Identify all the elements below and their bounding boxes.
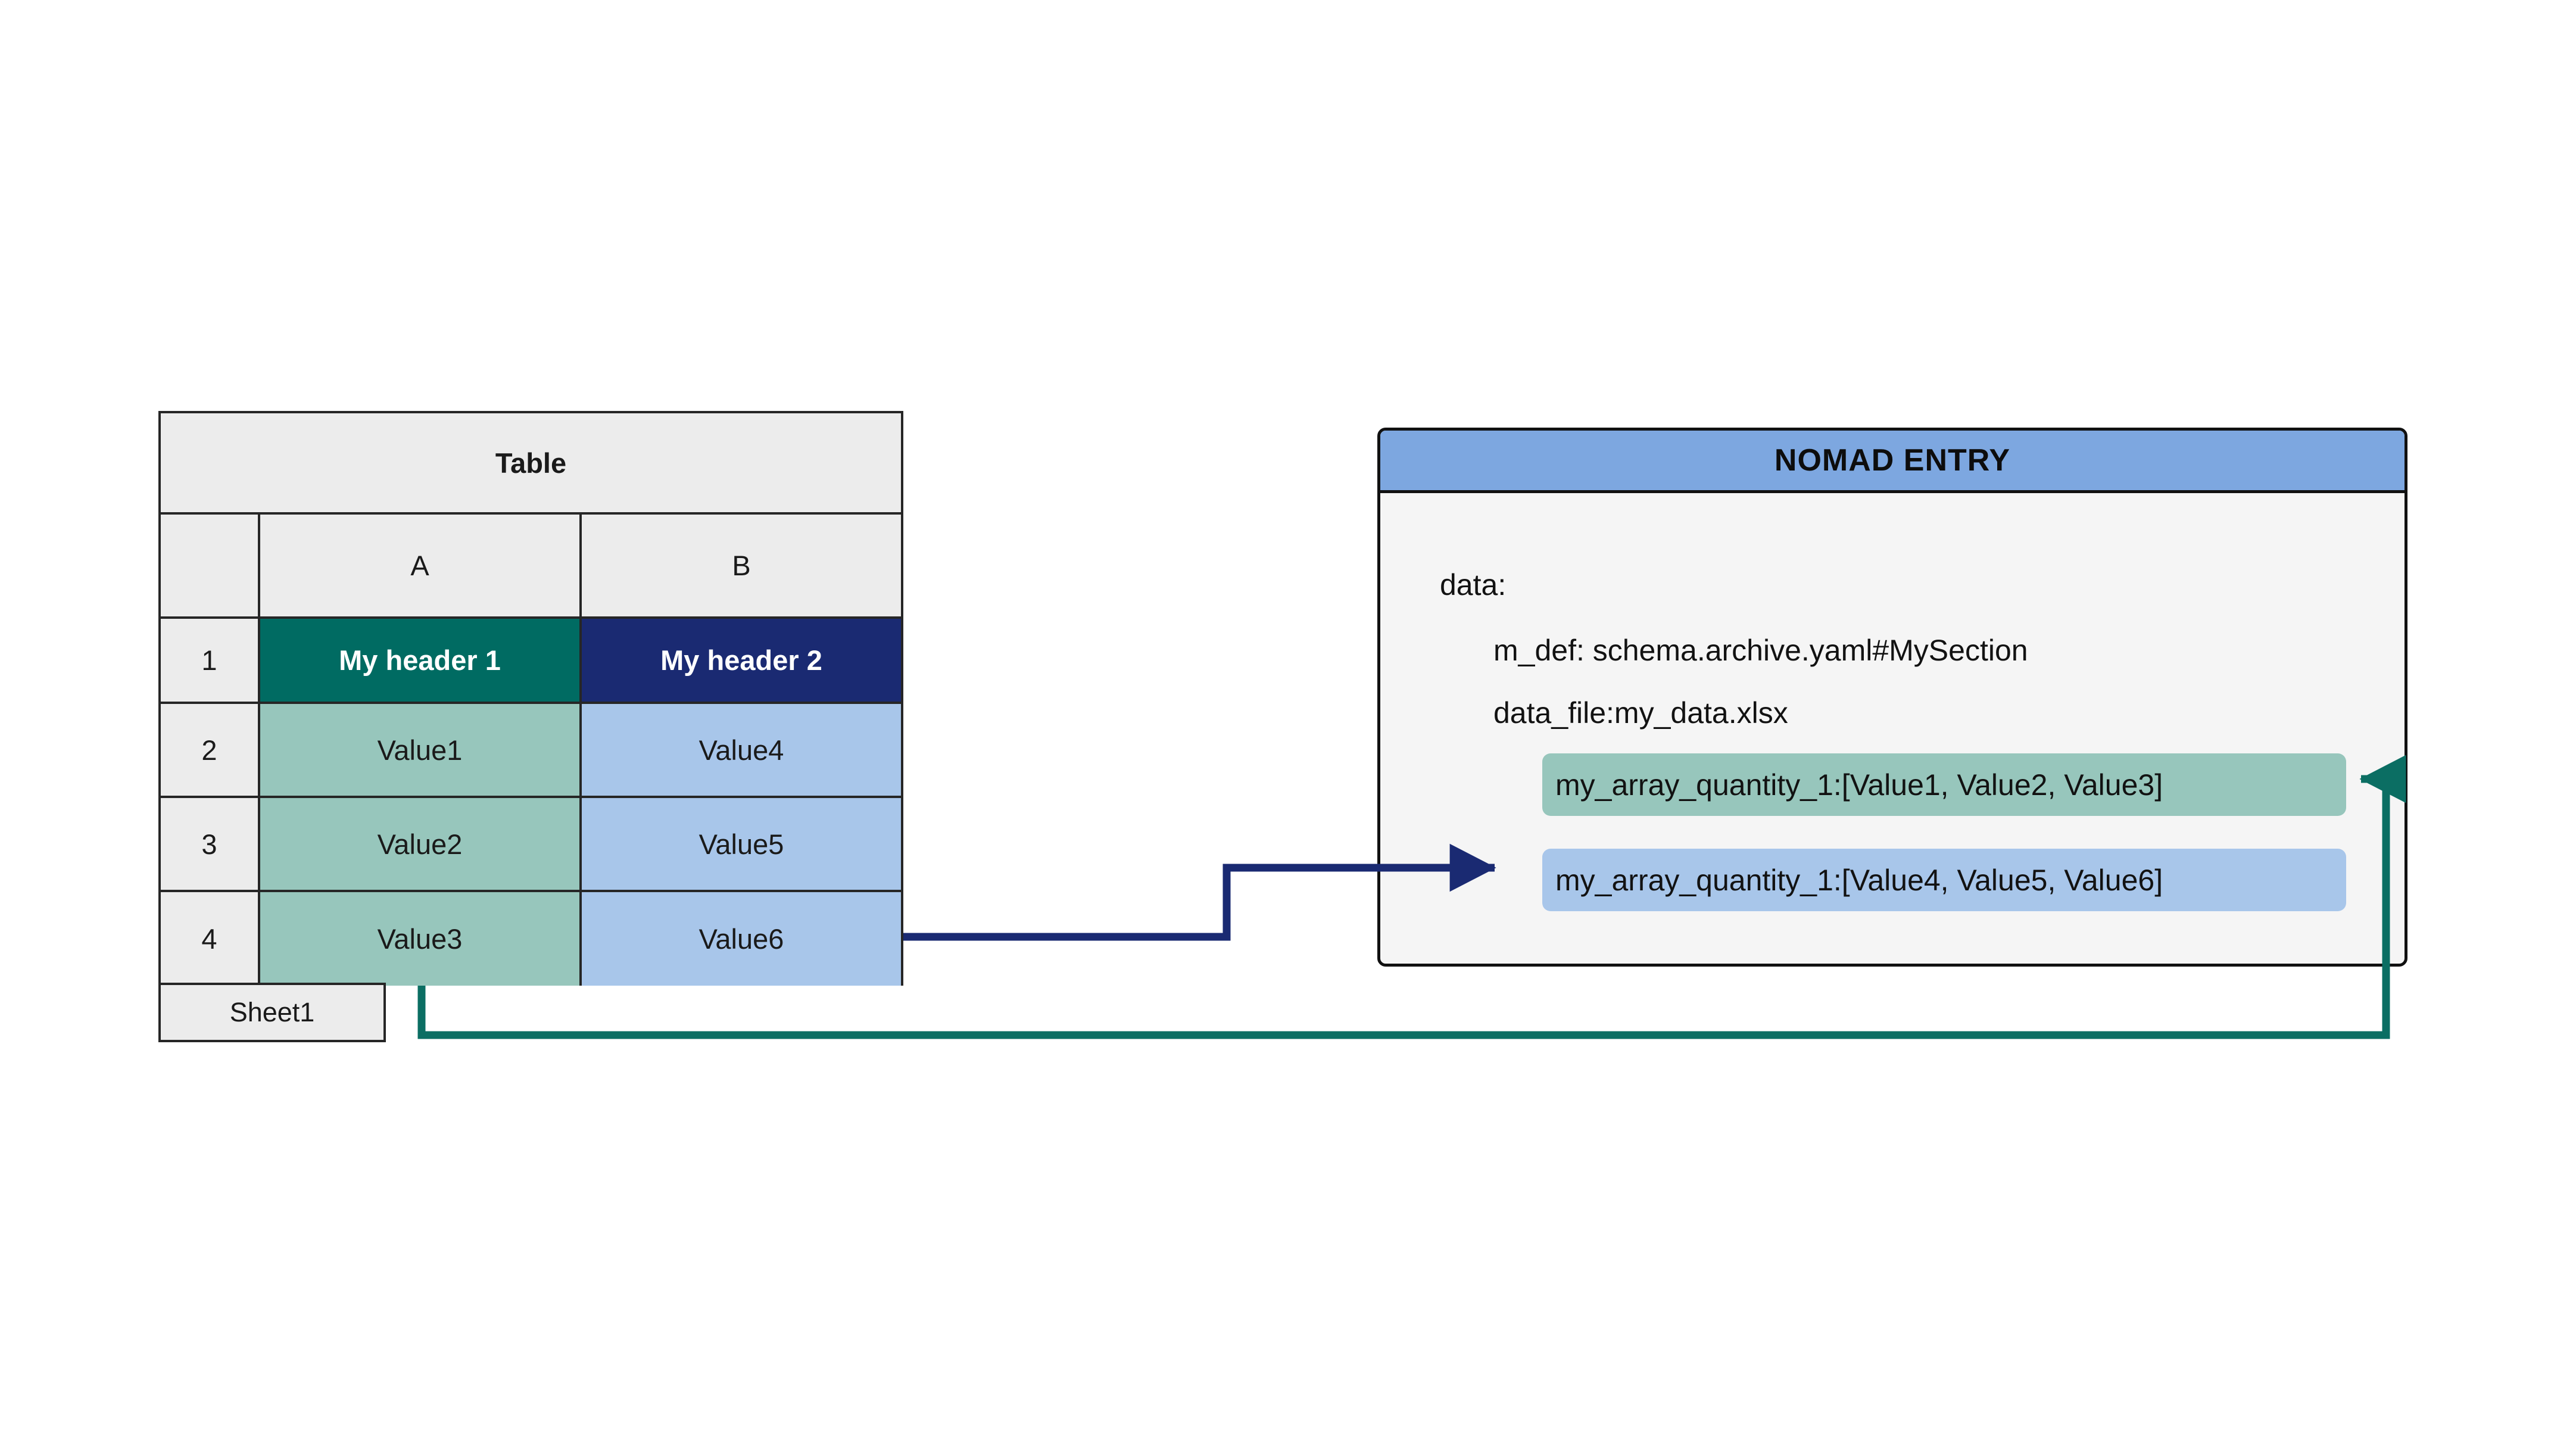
- row-number-2: 2: [161, 704, 260, 798]
- table-title: Table: [161, 413, 901, 515]
- nomad-entry-panel: NOMAD ENTRY data: m_def: schema.archive.…: [1377, 428, 2407, 967]
- yaml-m-def-line: m_def: schema.archive.yaml#MySection: [1493, 634, 2028, 667]
- spreadsheet-table: Table A B 1 My header 1 My header 2 2 Va…: [158, 411, 903, 986]
- cell-b2[interactable]: Value4: [582, 704, 901, 798]
- row-number-3: 3: [161, 798, 260, 892]
- cell-a3[interactable]: Value2: [260, 798, 582, 892]
- cell-b3[interactable]: Value5: [582, 798, 901, 892]
- cell-a2[interactable]: Value1: [260, 704, 582, 798]
- cell-a4[interactable]: Value3: [260, 892, 582, 986]
- nomad-entry-body: data: m_def: schema.archive.yaml#MySecti…: [1380, 493, 2405, 964]
- row-number-1: 1: [161, 619, 260, 704]
- yaml-root-key: data:: [1440, 568, 1507, 602]
- cell-b1[interactable]: My header 2: [582, 619, 901, 704]
- column-header-a: A: [260, 515, 582, 619]
- array-row-quantity-blue[interactable]: my_array_quantity_1:[Value4, Value5, Val…: [1542, 849, 2346, 911]
- column-header-b: B: [582, 515, 901, 619]
- cell-a1[interactable]: My header 1: [260, 619, 582, 704]
- sheet-tab-sheet1[interactable]: Sheet1: [158, 983, 386, 1042]
- column-header-corner: [161, 515, 260, 619]
- yaml-data-file-line: data_file:my_data.xlsx: [1493, 696, 1788, 730]
- array-row-quantity-green[interactable]: my_array_quantity_1:[Value1, Value2, Val…: [1542, 753, 2346, 816]
- cell-b4[interactable]: Value6: [582, 892, 901, 986]
- nomad-entry-title: NOMAD ENTRY: [1380, 431, 2405, 493]
- row-number-4: 4: [161, 892, 260, 986]
